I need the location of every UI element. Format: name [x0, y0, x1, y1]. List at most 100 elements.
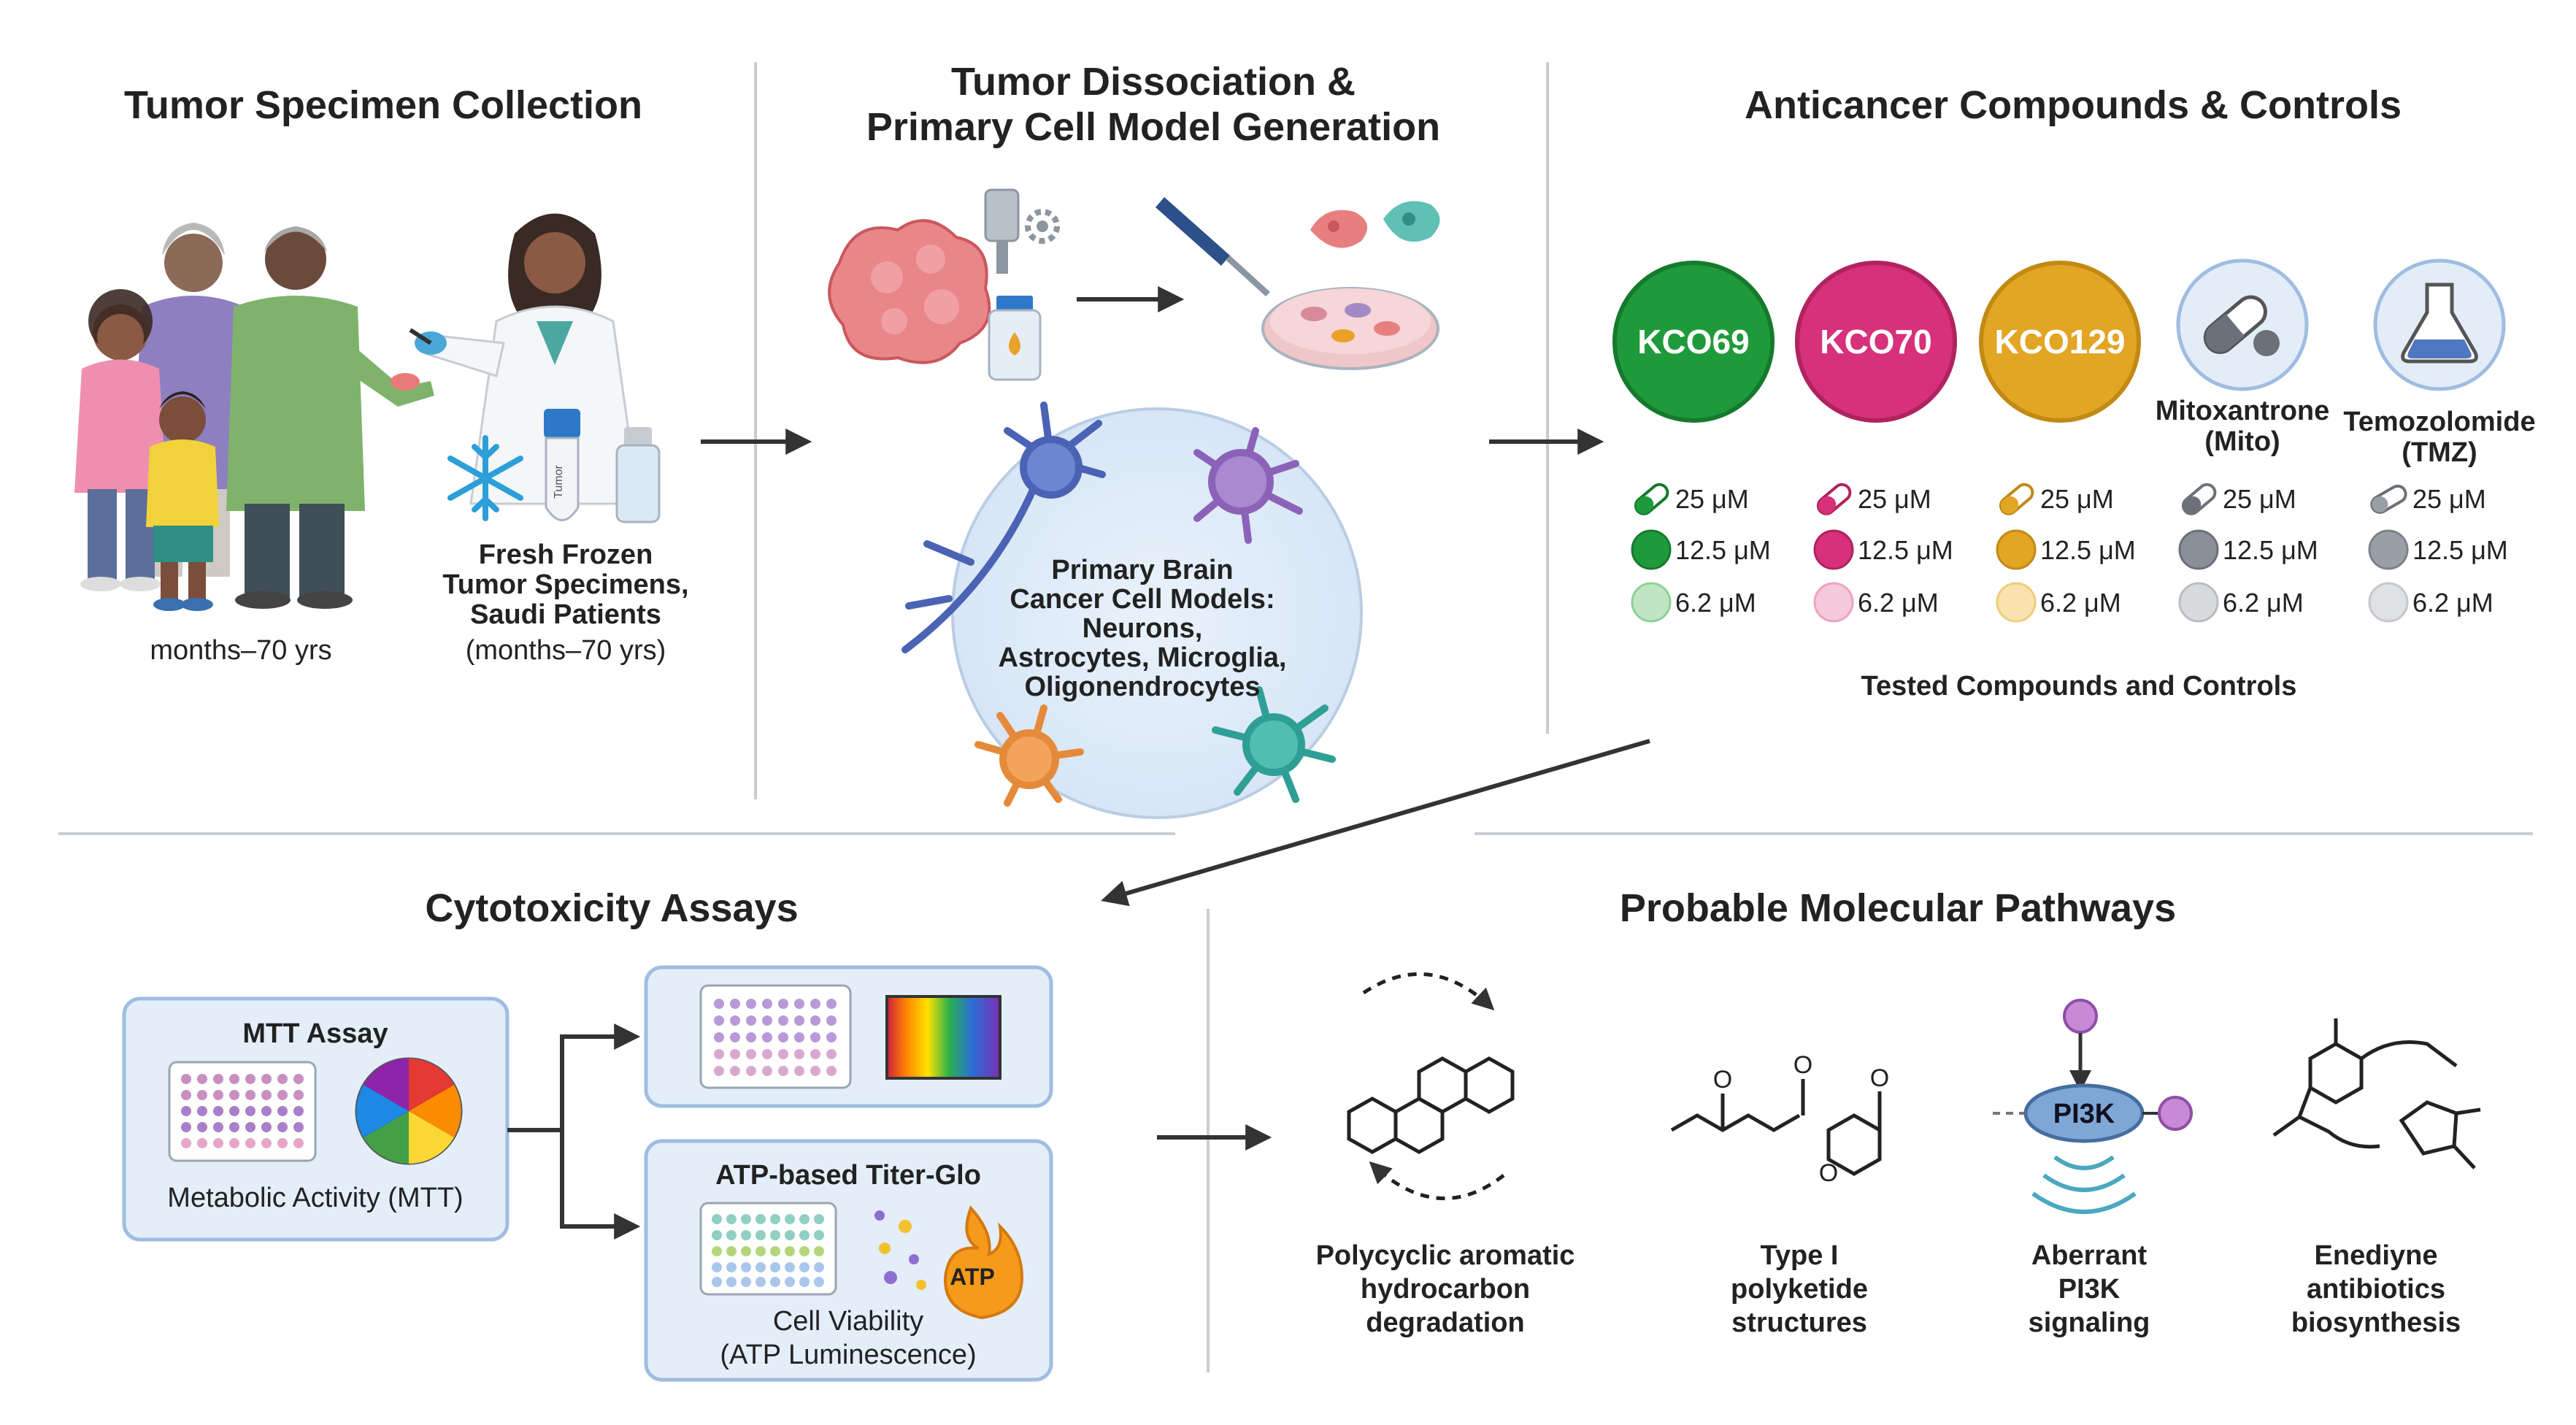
compounds-title: Anticancer Compounds & Controls	[1745, 83, 2402, 127]
atp-title: ATP-based Titer-Glo	[715, 1160, 981, 1191]
tmz-dot-high	[2368, 529, 2409, 570]
pi3k-label: PI3K	[2053, 1099, 2115, 1129]
mito-label-line-1: Mitoxantrone	[2156, 396, 2330, 426]
assay-branch-arrows	[507, 1023, 641, 1240]
mtt-title: MTT Assay	[242, 1018, 388, 1049]
spectrum-icon	[885, 995, 1001, 1080]
kco69-dose-12: 12.5 μM	[1675, 535, 1771, 565]
kco69-dose-25: 25 μM	[1675, 484, 1749, 514]
dissociation-title-line-1: Tumor Dissociation &	[951, 60, 1356, 104]
mito-dose-12: 12.5 μM	[2223, 535, 2318, 565]
homogenizer-icon	[984, 188, 1060, 274]
pathway-1-line-1: Polycyclic aromatic	[1316, 1240, 1575, 1271]
compound-kco69: KCO69	[1612, 261, 1775, 423]
collection-age-label: months–70 yrs	[150, 635, 331, 666]
model-line-1: Primary Brain	[1051, 555, 1233, 585]
kco70-dose-25: 25 μM	[1858, 484, 1931, 514]
kco69-label: KCO69	[1637, 323, 1749, 361]
control-temozolomide: Temozolomide (TMZ)	[2343, 258, 2536, 468]
kco69-dot-low	[1631, 582, 1672, 623]
microglia-cell-icon	[1193, 427, 1303, 544]
oligodendrocyte-cell-icon	[1212, 686, 1336, 803]
panel-pathways: Probable Molecular Pathways O O O O	[1316, 886, 2481, 1338]
svg-text:O: O	[1870, 1064, 1889, 1092]
model-line-2: Cancer Cell Models:	[1010, 584, 1274, 615]
kco129-circle	[1979, 261, 2141, 423]
mito-dose-25: 25 μM	[2223, 484, 2296, 514]
mtt-assay-box: MTT Assay	[122, 996, 510, 1242]
tmz-label-line-1: Temozolomide	[2343, 407, 2535, 437]
specimen-vial-icon	[615, 427, 661, 523]
specimen-line-1: Fresh Frozen	[479, 539, 653, 570]
model-line-4: Astrocytes, Microglia,	[999, 642, 1287, 673]
pathway-2-line-2: polyketide	[1731, 1274, 1868, 1305]
specimen-line-4: (months–70 yrs)	[466, 635, 666, 666]
compound-kco129: KCO129	[1979, 261, 2141, 423]
snowflake-icon	[447, 435, 523, 521]
mito-dot-high	[2178, 529, 2219, 570]
mito-label-line-2: (Mito)	[2204, 426, 2280, 457]
mito-dose-6: 6.2 μM	[2223, 588, 2304, 618]
svg-text:O: O	[1793, 1051, 1812, 1079]
tmz-pill-icon	[2370, 484, 2407, 514]
polyketide-structure-icon: O O O O	[1670, 1051, 1889, 1187]
kco69-dot-high	[1631, 529, 1672, 570]
dissociation-title-line-2: Primary Cell Model Generation	[866, 105, 1440, 149]
flask-icon	[2401, 283, 2478, 364]
kco70-doses: 25 μM 12.5 μM 6.2 μM	[1813, 483, 1953, 623]
pathway-3-line-2: PI3K	[2058, 1274, 2121, 1305]
mito-doses: 25 μM 12.5 μM 6.2 μM	[2178, 483, 2318, 623]
pathway-3-line-3: signaling	[2029, 1307, 2150, 1338]
petri-dish-icon	[1261, 287, 1439, 370]
pathway-2-line-1: Type I	[1761, 1240, 1839, 1271]
mito-dot-low	[2178, 582, 2219, 623]
tmz-dot-low	[2368, 582, 2409, 623]
atp-caption-line-2: (ATP Luminescence)	[720, 1340, 976, 1370]
dose-grid: 25 μM 12.5 μM 6.2 μM 25 μM 12.5 μM 6.2 μ…	[1631, 483, 2508, 623]
tmz-dose-25: 25 μM	[2412, 484, 2486, 514]
tmz-dose-12: 12.5 μM	[2412, 535, 2508, 565]
kco129-dose-12: 12.5 μM	[2040, 535, 2136, 565]
model-line-5: Oligonendrocytes	[1024, 672, 1260, 702]
panel-compounds: Anticancer Compounds & Controls KCO69 KC…	[1612, 83, 2536, 702]
kco69-circle	[1612, 261, 1775, 423]
astrocyte-cell-icon	[974, 704, 1084, 807]
scientist-illustration	[409, 213, 640, 505]
pathway-4-line-2: antibiotics	[2307, 1274, 2445, 1305]
compound-kco70: KCO70	[1795, 261, 1957, 423]
enediyne-structure-icon	[2272, 1018, 2481, 1169]
tmz-doses: 25 μM 12.5 μM 6.2 μM	[2368, 484, 2508, 623]
cultured-cells-icon	[1310, 201, 1440, 248]
kco129-dose-6: 6.2 μM	[2040, 588, 2121, 618]
kco129-doses: 25 μM 12.5 μM 6.2 μM	[1996, 483, 2136, 623]
tmz-label-line-2: (TMZ)	[2402, 437, 2477, 468]
pathway-4-line-3: biosynthesis	[2291, 1307, 2461, 1338]
specimen-line-3: Saudi Patients	[470, 599, 661, 630]
neuron-cell-icon	[901, 402, 1106, 653]
atp-flame-icon: ATP	[943, 1205, 1024, 1320]
pi3k-signaling-icon: PI3K	[1993, 999, 2193, 1214]
pathway-3-line-1: Aberrant	[2031, 1240, 2148, 1271]
kco70-circle	[1795, 261, 1957, 423]
compounds-caption: Tested Compounds and Controls	[1861, 671, 2297, 702]
color-wheel-icon	[355, 1057, 463, 1165]
panel-tumor-collection: Tumor Specimen Collection	[74, 83, 689, 666]
kco129-label: KCO129	[1995, 323, 2126, 361]
kco70-pill-icon	[1816, 483, 1852, 515]
model-line-3: Neurons,	[1083, 613, 1203, 644]
enzyme-vial-icon	[988, 296, 1042, 381]
control-mitoxantrone: Mitoxantrone (Mito)	[2156, 258, 2330, 457]
pipette-icon	[1156, 197, 1270, 296]
patients-family-illustration	[74, 223, 434, 611]
kco69-doses: 25 μM 12.5 μM 6.2 μM	[1631, 483, 1771, 623]
pathways-title: Probable Molecular Pathways	[1620, 886, 2176, 930]
mito-pill-icon	[2181, 483, 2217, 515]
kco129-pill-icon	[1999, 483, 2034, 515]
kco70-dose-6: 6.2 μM	[1858, 588, 1939, 618]
collection-title: Tumor Specimen Collection	[124, 83, 642, 127]
panel-dissociation: Tumor Dissociation & Primary Cell Model …	[828, 60, 1440, 819]
capsule-icon	[2203, 295, 2267, 354]
kco69-dose-6: 6.2 μM	[1675, 588, 1756, 618]
pathway-1-line-2: hydrocarbon	[1361, 1274, 1530, 1305]
